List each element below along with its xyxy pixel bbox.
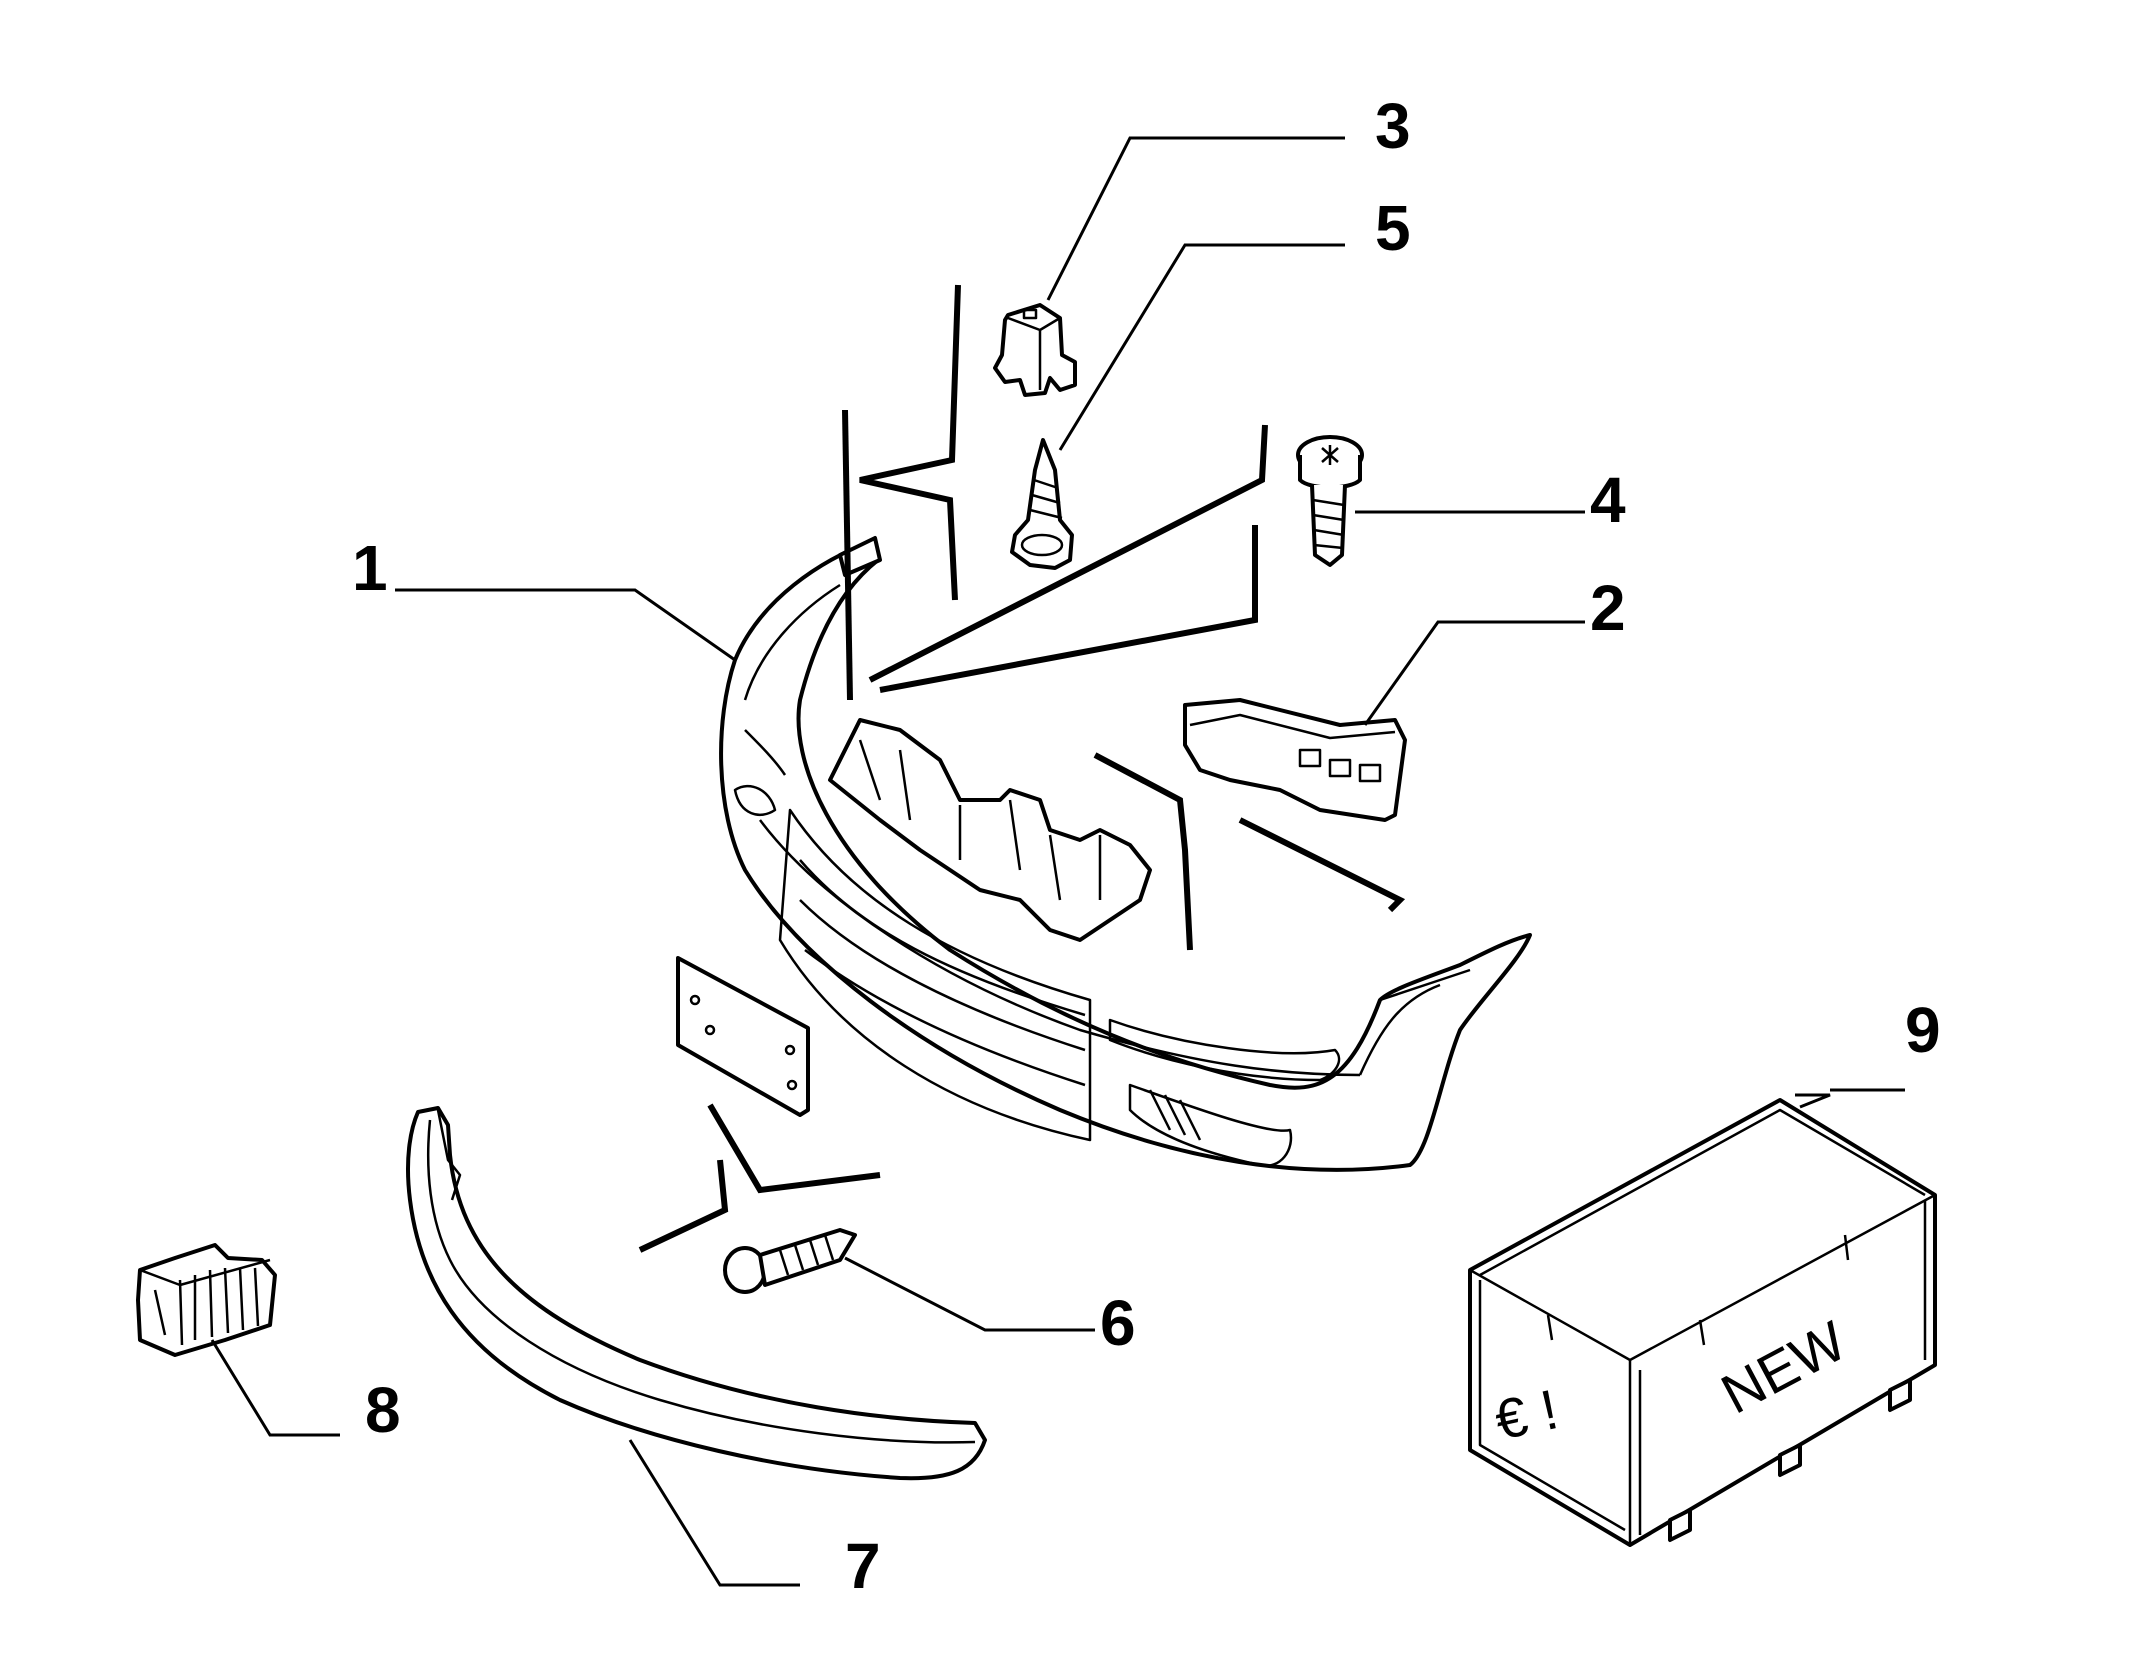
callout-2: 2 [1590, 572, 1626, 644]
spring-clip-part-icon [136, 1243, 277, 1357]
crate-part-icon: € ! NEW [1468, 1098, 1937, 1547]
trim-strip-part-icon [406, 1106, 987, 1481]
screw-6-part-icon [723, 1228, 857, 1294]
callout-5: 5 [1375, 192, 1411, 264]
callout-7: 7 [845, 1530, 881, 1602]
callout-1: 1 [352, 532, 388, 604]
leader-lines [210, 136, 1905, 1587]
callout-6: 6 [1100, 1287, 1136, 1359]
callout-4: 4 [1590, 464, 1626, 536]
callout-8: 8 [365, 1374, 401, 1446]
screw-5-part-icon [1010, 438, 1074, 570]
crate-side-text: € ! [1489, 1377, 1563, 1452]
bumper-part-icon [719, 536, 1532, 1172]
side-bracket-part-icon [1183, 698, 1407, 822]
clip-part-icon [993, 303, 1077, 397]
assembly-lines [638, 284, 1406, 1253]
license-plate-part-icon [676, 956, 810, 1117]
screw-4-part-icon [1296, 435, 1364, 567]
callout-3: 3 [1375, 90, 1411, 162]
callout-9: 9 [1905, 994, 1941, 1066]
